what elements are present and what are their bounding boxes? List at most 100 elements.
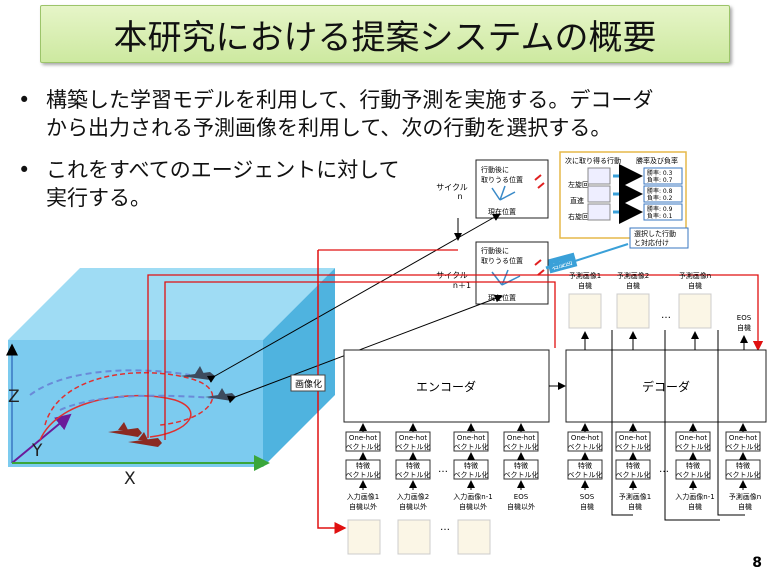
onehot-label-1: One-hot: [399, 434, 427, 442]
action-right: 右旋回: [568, 212, 589, 221]
feature-label-1: 特徴: [736, 461, 750, 470]
feature-label-2: ベクトル化: [568, 470, 603, 479]
bullet-2-line-2: 実行する。: [46, 186, 151, 210]
feature-label-1: 特徴: [356, 461, 370, 470]
pred-output-eos-l2: 自機: [737, 323, 751, 332]
trajectory-red-2: [39, 395, 192, 441]
cycle-n-box: [475, 159, 549, 219]
feature-label-1: 特徴: [686, 461, 700, 470]
cycle-n-box-title-2: 取りうる位置: [481, 175, 523, 184]
encoder-label: エンコーダ: [416, 379, 476, 394]
bullet-1: • 構築した学習モデルを利用して、行動予測を実施する。デコーダ から出力される予…: [18, 86, 654, 142]
move-thumb-3: [587, 203, 611, 221]
cycle-n-box-title-1: 行動後に: [481, 165, 509, 174]
feature-label-1: 特徴: [464, 461, 478, 470]
feedback-line: [664, 330, 720, 521]
dec-col-1: One-hot ベクトル化 特徴 ベクトル化 SOS 自機: [567, 423, 603, 511]
onehot-label-2: ベクトル化: [504, 442, 539, 451]
win-1: 勝率: 0.3: [647, 169, 673, 177]
trajectory-blue-1: [29, 369, 191, 396]
image-label-box: [290, 374, 326, 392]
feature-label-2: ベクトル化: [396, 470, 431, 479]
action-straight: 直進: [570, 196, 584, 205]
action-table: 次に取り得る行動 勝率及び負率 左旋回 直進 右旋回 勝率: 0.3 負率: 0…: [559, 151, 687, 239]
cycle-n-panel: サイクル n 行動後に 取りうる位置 現在位置: [436, 159, 549, 219]
pred-output-2: 予測画像2 自機: [616, 271, 650, 350]
pred-output-1-l1: 予測画像1: [569, 271, 601, 280]
dec-input-3-l2: 自機: [688, 502, 702, 511]
bullet-1-line-1: 構築した学習モデルを利用して、行動予測を実施する。デコーダ: [46, 88, 654, 112]
decoder-label: デコーダ: [642, 379, 690, 394]
slide-title: 本研究における提案システムの概要: [113, 17, 657, 58]
airspace-box: Z Y X: [5, 268, 335, 489]
onehot-label-1: One-hot: [679, 434, 707, 442]
action-left: 左旋回: [568, 180, 589, 189]
pred-output-eos-l1: EOS: [737, 314, 752, 322]
prob-box-3: [643, 203, 683, 221]
pred-output-3-l1: 予測画像n: [679, 271, 711, 280]
input-image-thumb: [347, 519, 381, 555]
ellipsis: …: [440, 522, 450, 533]
cycle-n1-panel: サイクル n＋1 行動後に 取りうる位置 現在位置: [436, 241, 549, 305]
lose-3: 負率: 0.1: [647, 212, 673, 220]
cycle-n1-current: 現在位置: [488, 293, 516, 302]
dec-input-4-l1: 予測画像n: [729, 492, 761, 501]
feedback-line: [611, 330, 633, 516]
move-thumb-2: [587, 185, 611, 203]
red-flow-image: [317, 250, 347, 534]
onehot-label-1: One-hot: [349, 434, 377, 442]
x-axis-label: X: [124, 469, 136, 489]
pred-image-thumb: [568, 293, 602, 329]
onehot-label-2: ベクトル化: [726, 442, 761, 451]
pred-image-thumb: [616, 293, 650, 329]
pred-output-1-l2: 自機: [578, 281, 592, 290]
aircraft-icon: [180, 366, 215, 380]
enc-col-3: One-hot ベクトル化 特徴 ベクトル化 入力画像n-1 自機以外: [453, 423, 493, 555]
dec-col-4: One-hot ベクトル化 特徴 ベクトル化 予測画像n 自機: [725, 423, 761, 511]
input-image-thumb: [457, 519, 491, 555]
enc-input-2-l2: 自機以外: [399, 502, 427, 511]
pred-output-3: 予測画像n 自機: [678, 271, 712, 350]
cycle-n-number: n: [457, 192, 462, 201]
onehot-label-1: One-hot: [507, 434, 535, 442]
feature-label-2: ベクトル化: [454, 470, 489, 479]
slide-title-box: 本研究における提案システムの概要: [40, 5, 730, 63]
onehot-label-2: ベクトル化: [396, 442, 431, 451]
feature-label-2: ベクトル化: [616, 470, 651, 479]
dec-col-2: One-hot ベクトル化 特徴 ベクトル化 予測画像1 自機: [615, 423, 651, 511]
selected-note-2: と対応付け: [634, 238, 669, 247]
image-label: 画像化: [295, 378, 322, 390]
dec-input-1-l2: 自機: [580, 502, 594, 511]
enc-col-1: One-hot ベクトル化 特徴 ベクトル化 入力画像1 自機以外: [345, 423, 381, 555]
selected-note-box: [629, 227, 689, 249]
aircraft-icon: [128, 432, 162, 447]
selected-arrow: [545, 256, 576, 270]
trajectory-blue-2: [59, 394, 216, 411]
bullet-2: • これをすべてのエージェントに対して 実行する。: [18, 156, 400, 212]
prob-box-1: [643, 167, 683, 185]
prob-header: 勝率及び負率: [636, 156, 678, 165]
pred-output-1: 予測画像1 自機: [568, 271, 602, 350]
onehot-label-2: ベクトル化: [568, 442, 603, 451]
onehot-label-2: ベクトル化: [454, 442, 489, 451]
cycle-n-label: サイクル: [436, 183, 468, 192]
dec-input-2-l1: 予測画像1: [619, 492, 651, 501]
win-3: 勝率: 0.9: [647, 205, 673, 213]
link-aircraft-cycle-n1: [227, 294, 503, 404]
z-axis-label: Z: [8, 387, 20, 407]
feature-label-1: 特徴: [406, 461, 420, 470]
selected-link-line: [571, 243, 629, 263]
trajectory-red-1: [44, 371, 214, 426]
red-flow-1: [147, 274, 764, 438]
pred-output-2-l1: 予測画像2: [617, 271, 649, 280]
encoder-box: [343, 349, 550, 423]
pred-output-eos: EOS 自機: [737, 314, 752, 350]
bullet-dot: •: [18, 158, 31, 182]
ellipsis: …: [661, 310, 671, 321]
cycle-n-current: 現在位置: [488, 207, 516, 216]
dec-input-3-l1: 入力画像n-1: [675, 492, 714, 501]
lose-2: 負率: 0.2: [647, 194, 673, 202]
feedback-line: [717, 330, 745, 516]
enc-col-4: One-hot ベクトル化 特徴 ベクトル化 EOS 自機以外: [503, 423, 539, 511]
red-flow-2: [164, 281, 556, 440]
